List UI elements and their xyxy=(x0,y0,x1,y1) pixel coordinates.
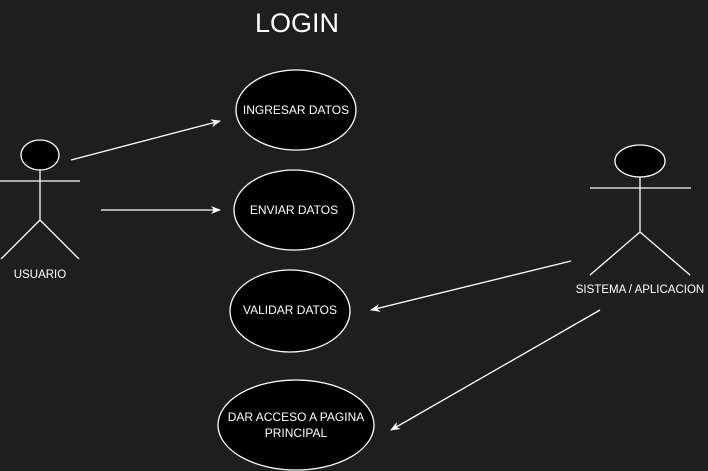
actor-sistema-head xyxy=(614,144,666,178)
use-case-ellipse xyxy=(229,269,351,353)
arrow-sistema-to-validar-datos[interactable] xyxy=(370,260,572,312)
diagram-title: LOGIN xyxy=(255,8,339,38)
actor-sistema-leg-left xyxy=(589,231,641,276)
actor-usuario-leg-left xyxy=(0,219,41,260)
actor-usuario-label: USUARIO xyxy=(14,269,66,281)
use-case-label: ENVIAR DATOS xyxy=(250,203,338,217)
use-case-label-line-1: DAR ACCESO A PAGINA xyxy=(228,410,365,424)
use-case-ingresar-datos[interactable]: INGRESAR DATOS xyxy=(235,69,357,151)
use-case-label: VALIDAR DATOS xyxy=(243,303,337,317)
use-case-label-line-2: PRINCIPAL xyxy=(265,426,328,440)
arrow-sistema-to-dar-acceso[interactable] xyxy=(390,309,601,431)
use-case-ellipse xyxy=(217,379,375,471)
use-case-ellipse xyxy=(233,169,355,251)
actor-usuario-head xyxy=(20,139,60,171)
use-case-enviar-datos[interactable]: ENVIAR DATOS xyxy=(233,169,355,251)
actor-sistema-leg-right xyxy=(639,231,691,276)
use-case-validar-datos[interactable]: VALIDAR DATOS xyxy=(229,269,351,353)
arrow-usuario-to-ingresar-datos[interactable] xyxy=(70,119,221,161)
actor-usuario[interactable]: USUARIO xyxy=(0,139,80,281)
use-case-dar-acceso[interactable]: DAR ACCESO A PAGINA PRINCIPAL xyxy=(217,379,375,471)
use-case-label: INGRESAR DATOS xyxy=(243,103,349,117)
actor-usuario-leg-right xyxy=(39,219,80,260)
actor-sistema[interactable]: SISTEMA / APLICACION xyxy=(576,144,704,296)
use-case-ellipse xyxy=(235,69,357,151)
actor-sistema-label: SISTEMA / APLICACION xyxy=(576,284,704,296)
